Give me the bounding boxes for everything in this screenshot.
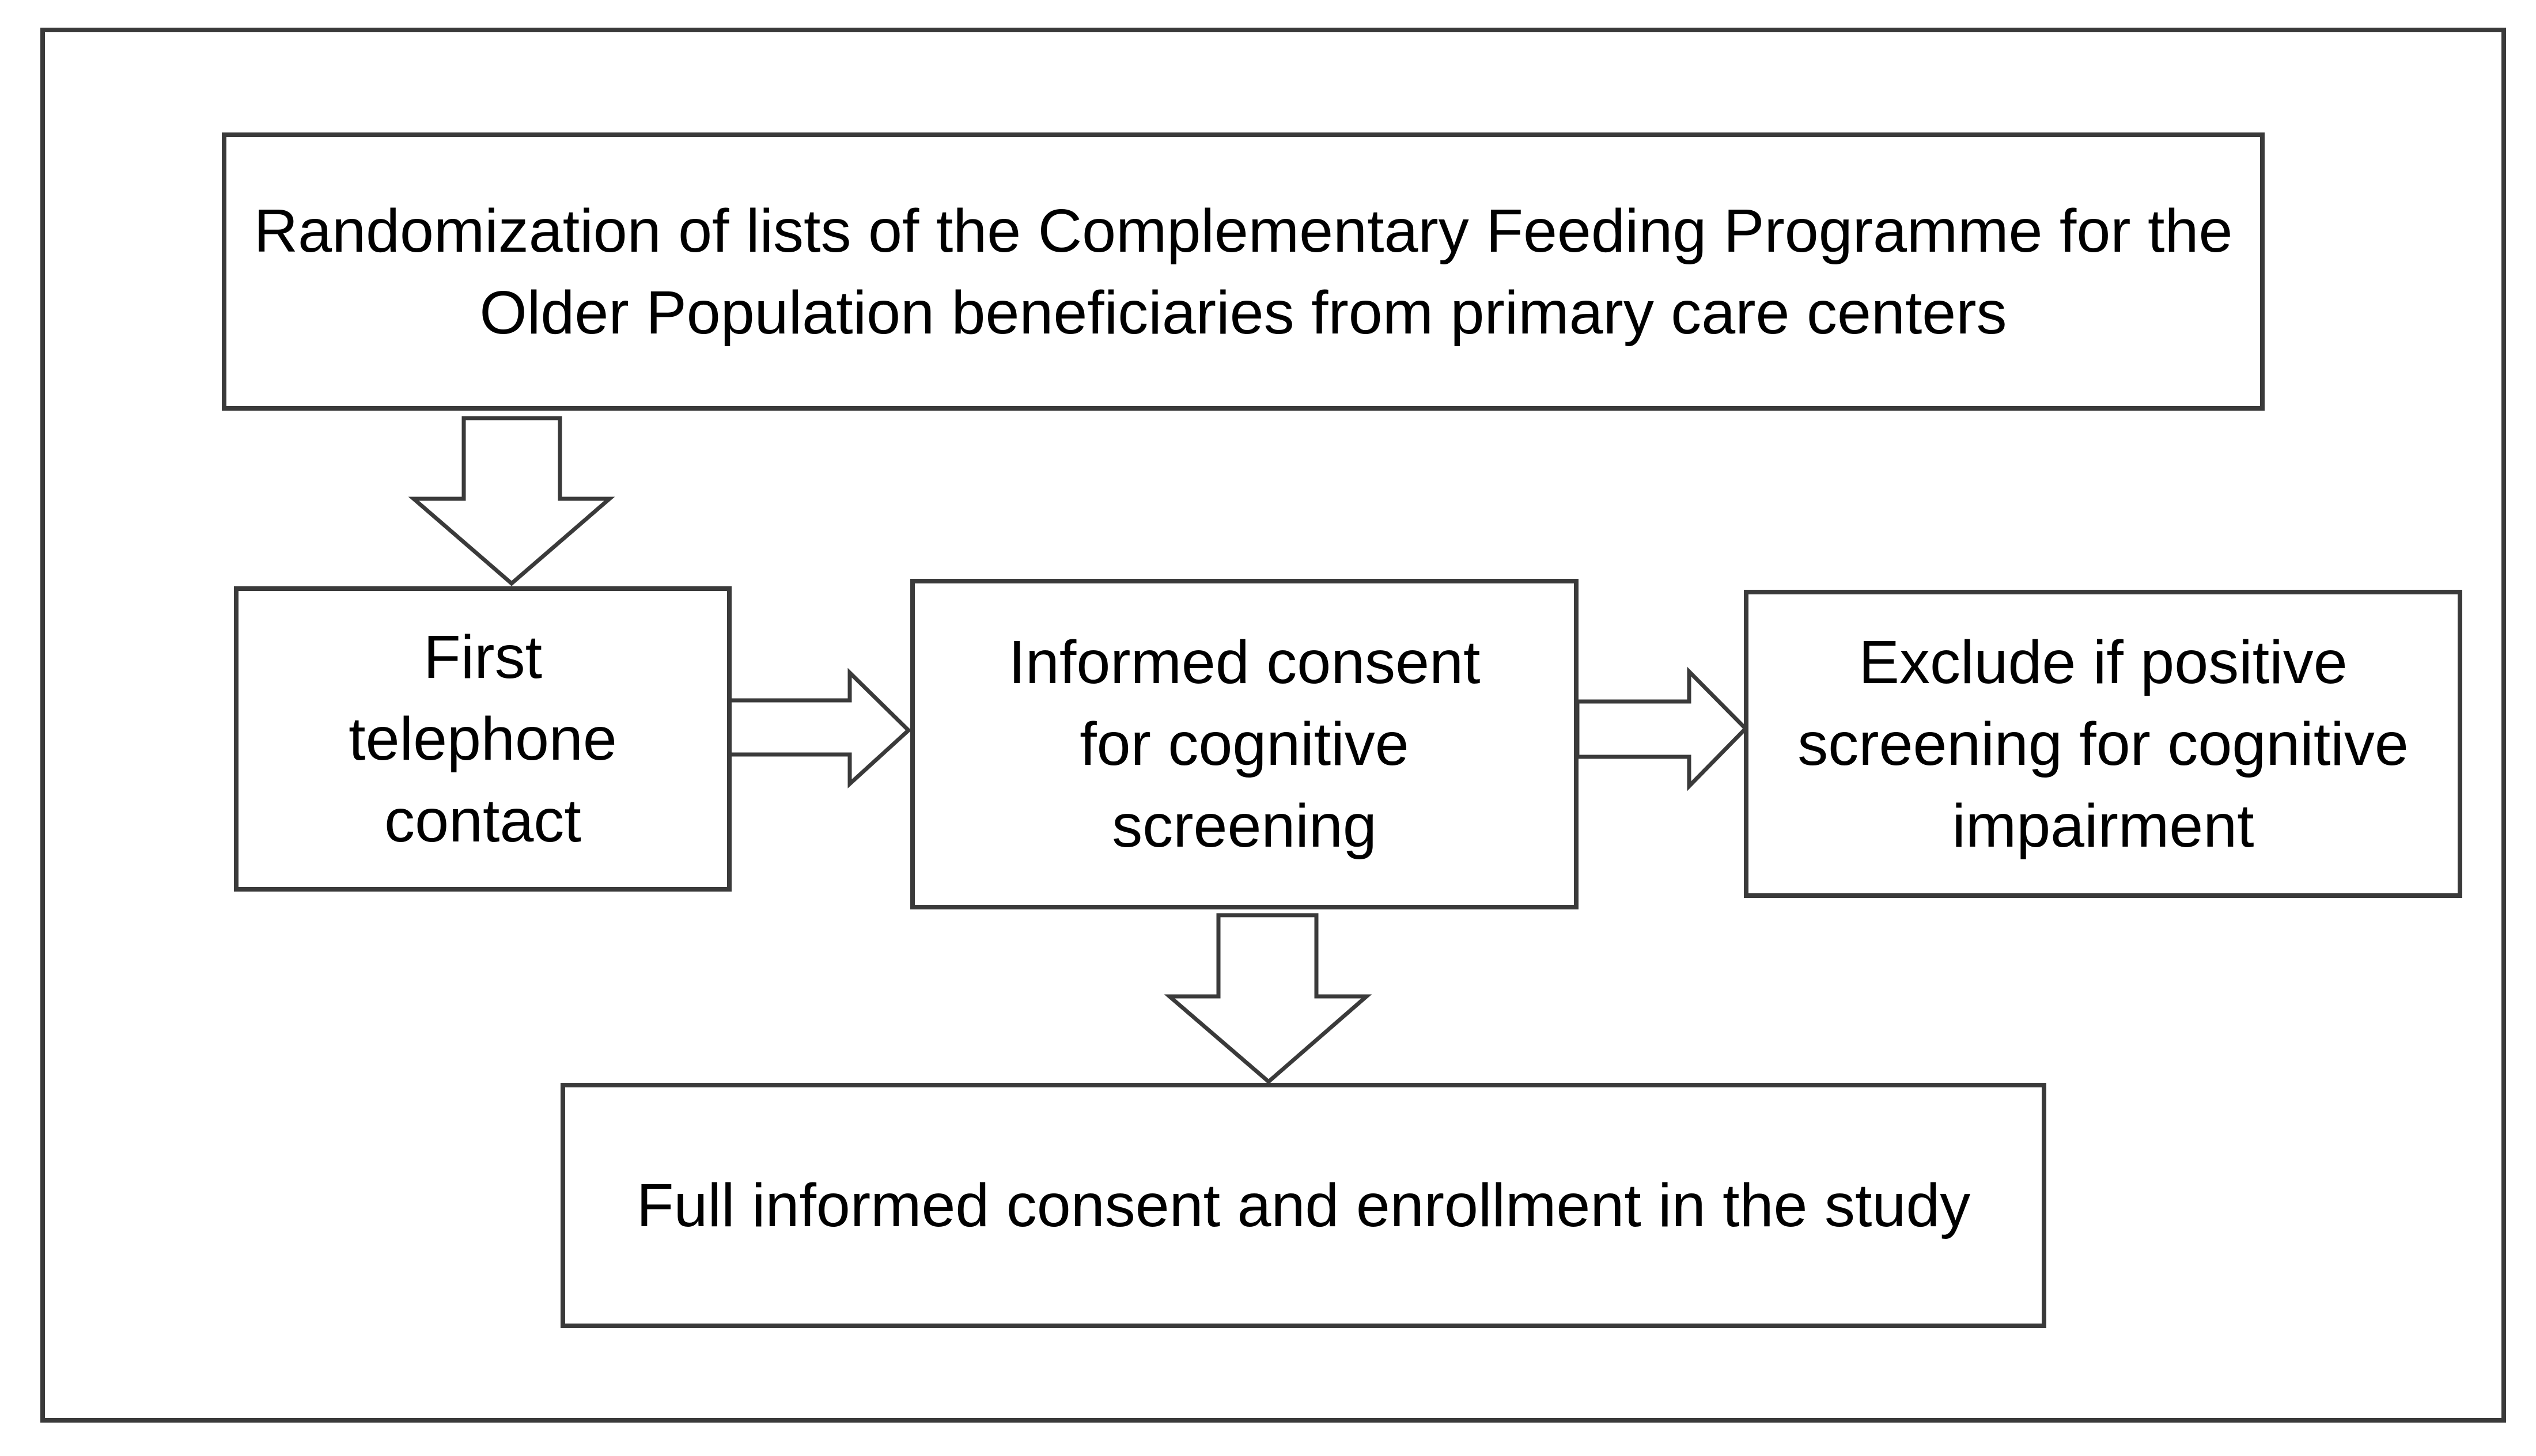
node-first-contact-label: First telephone contact: [349, 623, 617, 855]
node-randomization-label: Randomization of lists of the Complement…: [253, 196, 2233, 347]
node-first-contact: First telephone contact: [234, 586, 732, 892]
node-full-consent-label: Full informed consent and enrollment in …: [636, 1171, 1971, 1239]
arrow-randomization-to-first-contact: [408, 416, 615, 586]
node-informed-consent-label: Informed consent for cognitive screening: [1008, 628, 1481, 860]
node-full-consent: Full informed consent and enrollment in …: [561, 1083, 2046, 1328]
node-randomization: Randomization of lists of the Complement…: [222, 132, 2265, 411]
node-informed-consent: Informed consent for cognitive screening: [910, 579, 1579, 909]
arrow-first-contact-to-informed-consent: [725, 668, 912, 788]
arrow-informed-consent-to-exclude: [1575, 666, 1748, 791]
diagram-frame: [40, 28, 2506, 1423]
node-exclude-label: Exclude if positive screening for cognit…: [1797, 628, 2409, 860]
arrow-informed-consent-to-full-consent: [1164, 913, 1372, 1085]
node-exclude: Exclude if positive screening for cognit…: [1744, 590, 2462, 898]
